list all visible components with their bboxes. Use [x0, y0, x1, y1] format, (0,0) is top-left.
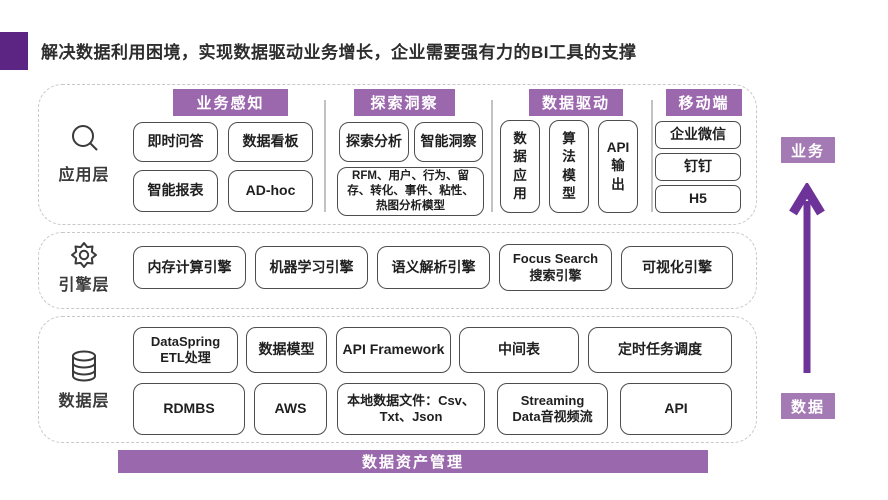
- data-box-api: API: [620, 383, 732, 435]
- data-box-intermediate-table: 中间表: [459, 327, 579, 373]
- section-header-business-sense: 业务感知: [173, 89, 288, 116]
- app-box-h5: H5: [655, 185, 741, 213]
- app-box-algorithm-model: 算法模型: [549, 120, 589, 213]
- app-box-wecom: 企业微信: [655, 121, 741, 149]
- data-box-rdmbs: RDMBS: [133, 383, 245, 435]
- section-divider: [651, 100, 653, 212]
- section-divider: [491, 100, 493, 212]
- engine-box-ml: 机器学习引擎: [255, 246, 368, 289]
- data-box-data-model: 数据模型: [246, 327, 327, 373]
- data-asset-management-bar: 数据资产管理: [118, 450, 708, 473]
- section-divider: [324, 100, 326, 212]
- engine-box-semantic: 语义解析引擎: [377, 246, 490, 289]
- app-box-adhoc: AD-hoc: [228, 170, 313, 212]
- app-box-explore-analysis: 探索分析: [339, 122, 409, 162]
- app-box-dingtalk: 钉钉: [655, 153, 741, 181]
- section-header-mobile: 移动端: [666, 89, 742, 116]
- engine-box-inmemory: 内存计算引擎: [133, 246, 246, 289]
- app-box-data-application: 数据应用: [500, 120, 540, 213]
- app-box-dashboard: 数据看板: [228, 122, 313, 162]
- section-header-explore-insight: 探索洞察: [354, 89, 455, 116]
- title-accent-square: [0, 32, 28, 70]
- application-layer-label: 应用层: [58, 167, 110, 184]
- data-box-aws: AWS: [254, 383, 327, 435]
- data-layer-label: 数据层: [58, 393, 110, 410]
- app-box-smart-insight: 智能洞察: [414, 122, 483, 162]
- section-header-data-driven: 数据驱动: [529, 89, 623, 116]
- gear-icon: [69, 240, 99, 275]
- axis-badge-data: 数据: [781, 393, 835, 419]
- page-title: 解决数据利用困境，实现数据驱动业务增长，企业需要强有力的BI工具的支撑: [41, 43, 637, 62]
- magnifier-icon: [69, 122, 101, 161]
- engine-layer-label: 引擎层: [58, 277, 110, 294]
- database-icon: [68, 348, 100, 391]
- engine-box-visualization: 可视化引擎: [621, 246, 733, 289]
- app-box-analysis-models: RFM、用户、行为、留存、转化、事件、粘性、热图分析模型: [337, 167, 484, 216]
- axis-badge-business: 业务: [781, 137, 835, 163]
- app-box-instant-qa: 即时问答: [133, 122, 218, 162]
- data-box-api-framework: API Framework: [336, 327, 451, 373]
- data-box-scheduled-tasks: 定时任务调度: [588, 327, 732, 373]
- up-arrow-icon: [787, 181, 827, 384]
- app-box-smart-report: 智能报表: [133, 170, 218, 212]
- data-box-local-files: 本地数据文件：Csv、Txt、Json: [337, 383, 485, 435]
